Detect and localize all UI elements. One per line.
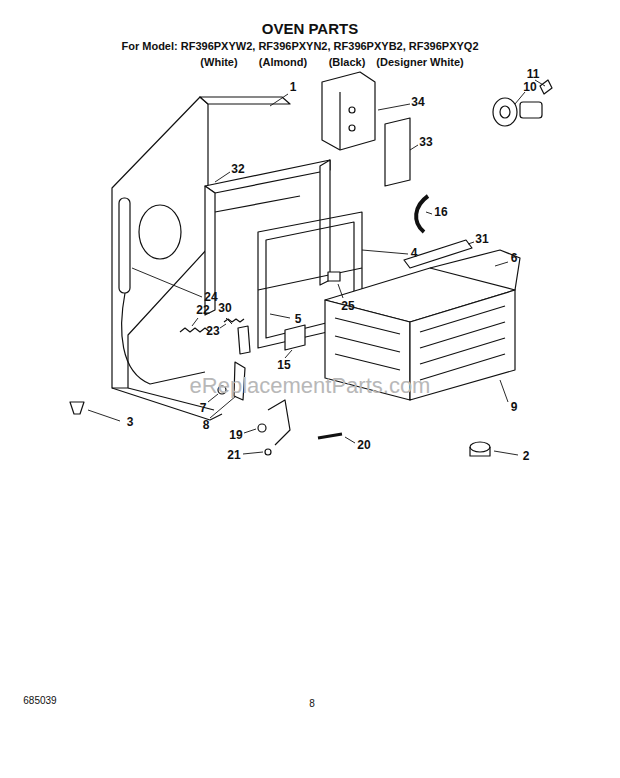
color-name: (Almond): [259, 56, 307, 68]
callout-number: 33: [419, 136, 432, 149]
page-number: 8: [309, 698, 315, 709]
callout-number: 5: [295, 313, 302, 326]
callout-number: 2: [523, 450, 530, 463]
callout-number: 9: [511, 401, 518, 414]
callout-number: 15: [277, 359, 290, 372]
color-name: (Black): [329, 56, 366, 68]
callout-number: 1: [290, 81, 297, 94]
callout-number: 16: [434, 206, 447, 219]
color-name: (Designer White): [376, 56, 463, 68]
callout-number: 8: [203, 419, 210, 432]
callout-number: 23: [206, 325, 219, 338]
callout-number: 10: [523, 81, 536, 94]
callout-number: 7: [200, 402, 207, 415]
callout-number: 34: [411, 96, 424, 109]
callout-number: 6: [511, 252, 518, 265]
color-name: (White): [200, 56, 237, 68]
callout-number: 11: [527, 68, 540, 81]
callout-number: 20: [357, 439, 370, 452]
callout-number: 19: [229, 429, 242, 442]
callout-number: 3: [127, 416, 134, 429]
diagram-title: OVEN PARTS: [262, 21, 358, 38]
callout-number: 21: [227, 449, 240, 462]
model-line: For Model: RF396PXYW2, RF396PXYN2, RF396…: [121, 40, 478, 52]
callout-number: 4: [411, 247, 418, 260]
callout-number: 22: [196, 304, 209, 317]
callout-number: 31: [475, 233, 488, 246]
callout-number: 30: [218, 302, 231, 315]
document-number: 685039: [23, 695, 56, 706]
callout-number: 25: [341, 300, 354, 313]
watermark: eReplacementParts.com: [190, 374, 431, 398]
callout-number: 24: [204, 291, 217, 304]
callout-number: 32: [231, 163, 244, 176]
